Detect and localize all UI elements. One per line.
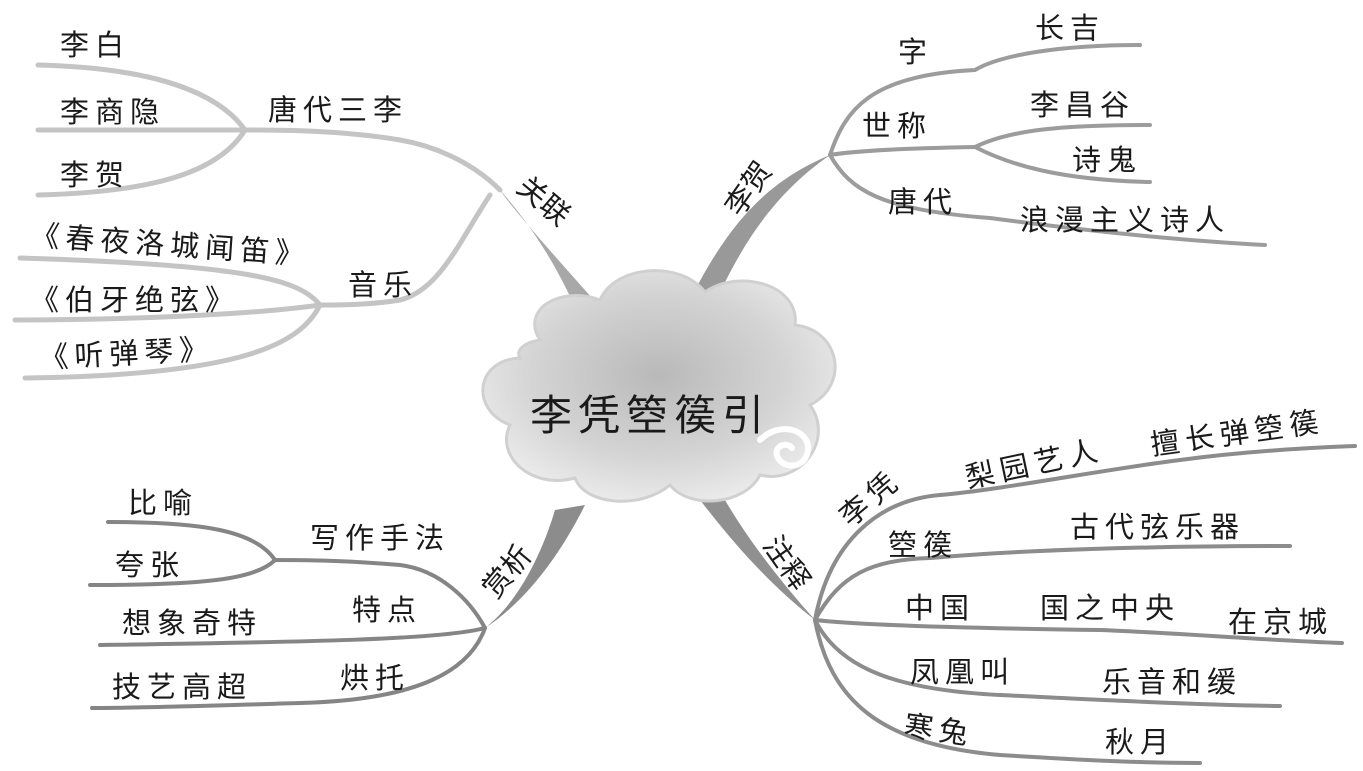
node-shicheng: 世称 [862, 109, 932, 143]
node-zhongguo: 中国 [905, 591, 975, 625]
node-konghou: 箜篌 [888, 528, 958, 562]
node-hantu: 寒兔 [902, 708, 976, 751]
leaf-yueyin: 乐音和缓 [1102, 665, 1242, 699]
leaf-liyuan: 梨园艺人 [962, 432, 1106, 494]
leaf-zaijing: 在京城 [1228, 605, 1333, 639]
leaf-libai: 李白 [60, 28, 130, 62]
leaf-qiuyue: 秋月 [1105, 725, 1175, 759]
leaf-shigui: 诗鬼 [1072, 143, 1142, 177]
leaf-lihe: 李贺 [60, 158, 130, 192]
node-zi: 字 [898, 35, 933, 69]
node-hongtuo: 烘托 [340, 661, 410, 695]
node-fenghuang: 凤凰叫 [910, 655, 1015, 689]
branch-label-lihe: 李贺 [718, 155, 779, 222]
leaf-jiyi: 技艺高超 [112, 670, 252, 704]
leaf-kuazhang: 夸张 [115, 548, 185, 582]
node-tedian: 特点 [352, 593, 422, 627]
branch-label-shangxi: 赏析 [475, 538, 538, 604]
leaf-xiangxiang: 想象奇特 [122, 606, 262, 640]
node-tangdai: 唐代 [888, 185, 958, 219]
leaf-guozhi: 国之中央 [1040, 591, 1180, 625]
leaf-gudai: 古代弦乐器 [1070, 510, 1245, 544]
leaf-lichanggu: 李昌谷 [1030, 88, 1135, 122]
node-xiezuo: 写作手法 [310, 521, 450, 555]
center-title: 李凭箜篌引 [530, 391, 770, 440]
central-cloud [483, 271, 835, 502]
node-tangdai-sanli: 唐代三李 [268, 93, 408, 127]
leaf-biyu: 比喻 [128, 486, 198, 520]
branch-label-guanlian: 关联 [511, 169, 577, 232]
node-yinyue: 音乐 [348, 268, 418, 302]
leaf-langman: 浪漫主义诗人 [1020, 203, 1230, 237]
leaf-lishangyin: 李商隐 [60, 95, 165, 129]
leaf-boya: 《伯牙绝弦》 [30, 283, 240, 317]
leaf-changji: 长吉 [1035, 11, 1105, 45]
